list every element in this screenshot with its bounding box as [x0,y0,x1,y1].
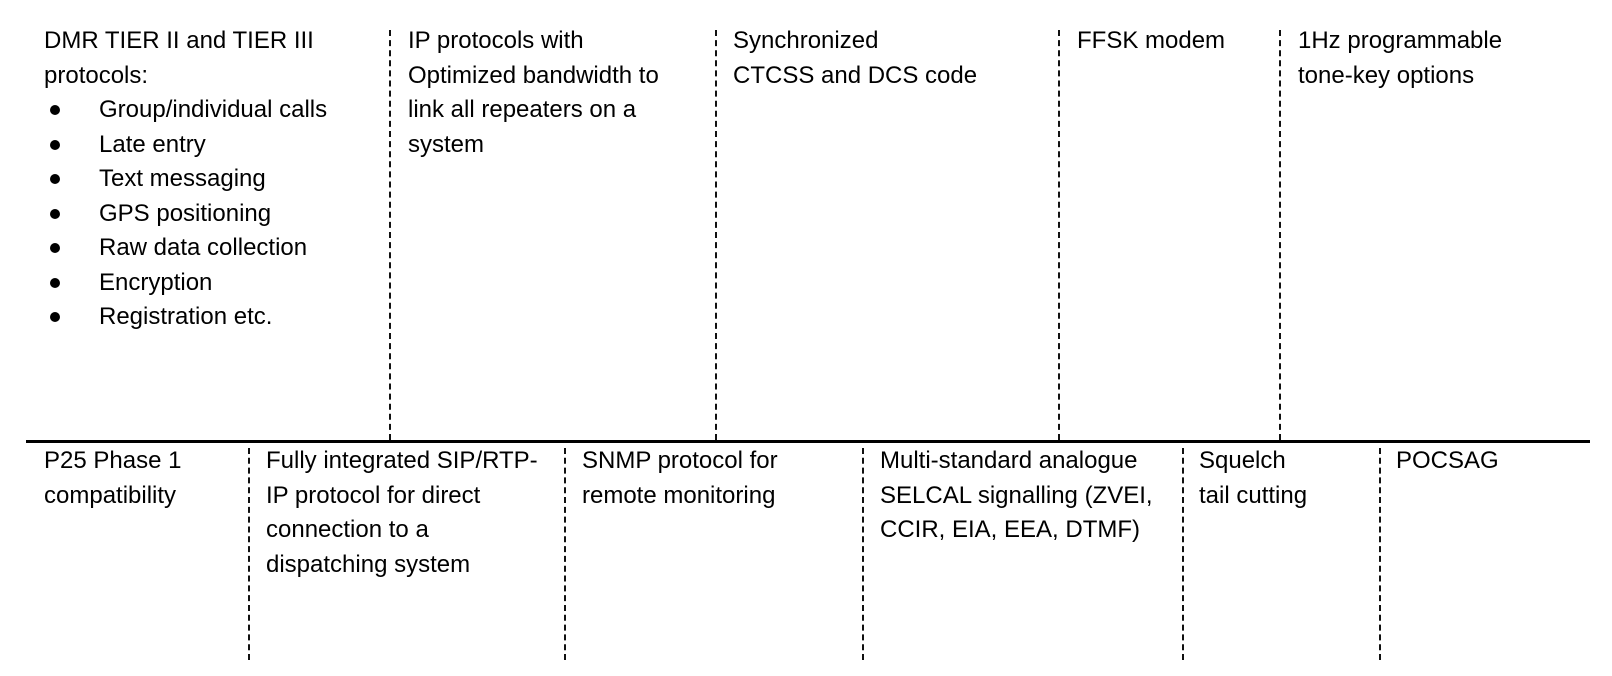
feature-text-line: connection to a [266,516,429,543]
feature-text-line: compatibility [44,481,177,509]
list-item: Late entry [44,128,327,163]
column-divider [1379,448,1381,660]
feature-text-line: tone-key options [1298,61,1475,89]
feature-cell-ffsk: FFSK modem [1077,24,1225,59]
list-item: Group/individual calls [44,93,327,128]
feature-text-line: protocols: [44,61,149,89]
column-divider [248,448,250,660]
feature-cell-squelch: Squelch tail cutting [1199,444,1307,513]
feature-cell-selcal: Multi-standard analogue SELCAL signallin… [880,444,1153,548]
feature-cell-snmp: SNMP protocol for remote monitoring [582,444,778,513]
feature-text-line: FFSK modem [1077,27,1226,54]
row-divider [26,440,1590,443]
feature-text-line: SNMP protocol for [582,447,778,474]
feature-text-line: SELCAL signalling (ZVEI, [880,481,1153,509]
column-divider [1058,30,1060,440]
feature-text-line: DMR TIER II and TIER III [44,27,314,54]
feature-cell-pocsag: POCSAG [1396,444,1499,479]
feature-cell-tone-key: 1Hz programmable tone-key options [1298,24,1502,93]
column-divider [862,448,864,660]
list-item: Registration etc. [44,300,327,335]
feature-text-line: Squelch [1199,447,1286,474]
feature-text-line: link all repeaters on a [408,96,637,123]
column-divider [564,448,566,660]
feature-cell-ctcss-dcs: Synchronized CTCSS and DCS code [733,24,977,93]
feature-text-line: tail cutting [1199,481,1308,509]
feature-text-line: dispatching system [266,550,471,578]
feature-text-line: IP protocols with [408,27,584,54]
feature-text-line: remote monitoring [582,481,776,509]
list-item: Text messaging [44,162,327,197]
feature-text-line: system [408,130,485,158]
feature-text-line: POCSAG [1396,447,1499,474]
feature-text-line: Synchronized [733,27,879,54]
column-divider [715,30,717,440]
feature-text-line: Multi-standard analogue [880,447,1138,474]
feature-cell-sip-rtp: Fully integrated SIP/RTP- IP protocol fo… [266,444,538,582]
feature-text-line: IP protocol for direct [266,481,481,509]
list-item: Encryption [44,266,327,301]
feature-text-line: CTCSS and DCS code [733,61,978,89]
feature-text-line: CCIR, EIA, EEA, DTMF) [880,516,1141,543]
column-divider [1182,448,1184,660]
list-item: GPS positioning [44,197,327,232]
column-divider [1279,30,1281,440]
feature-text-line: 1Hz programmable [1298,27,1503,54]
list-item: Raw data collection [44,231,327,266]
feature-cell-p25: P25 Phase 1 compatibility [44,444,181,513]
feature-cell-dmr: DMR TIER II and TIER III protocols: Grou… [44,24,327,335]
column-divider [389,30,391,440]
feature-text-line: Fully integrated SIP/RTP- [266,447,538,474]
feature-text-line: P25 Phase 1 [44,447,182,474]
feature-cell-ip-protocols: IP protocols with Optimized bandwidth to… [408,24,659,162]
dmr-feature-list: Group/individual calls Late entry Text m… [44,93,327,335]
feature-text-line: Optimized bandwidth to [408,61,659,89]
